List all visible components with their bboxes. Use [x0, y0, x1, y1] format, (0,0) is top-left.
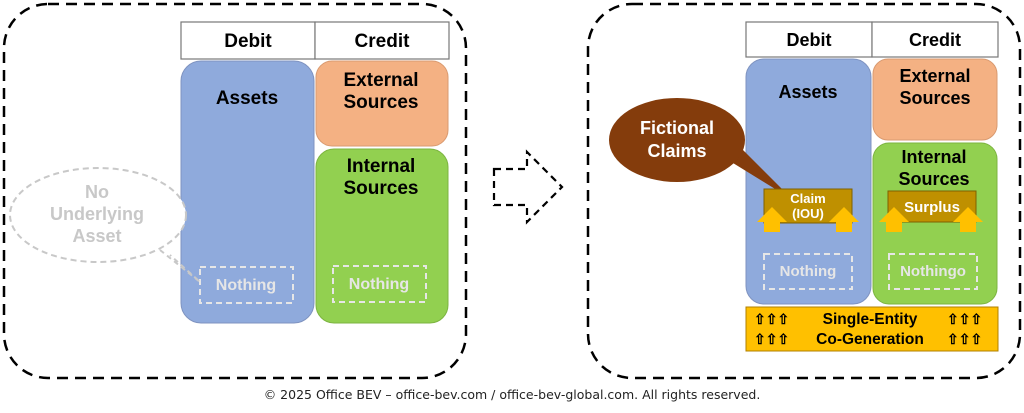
left-assets-label: Assets: [216, 88, 278, 109]
left-panel-frame: [2, 2, 468, 380]
right-bubble-line1: Fictional: [640, 118, 714, 138]
surplus-right-up-arrow-icon: [953, 207, 983, 232]
bar-arrows-top-right: ⇧⇧⇧: [947, 311, 982, 327]
left-credit-nothing-box: [332, 265, 427, 303]
left-header-credit: Credit: [355, 31, 411, 52]
left-header-credit-cell: [314, 21, 450, 60]
left-external-block: [315, 60, 449, 147]
left-bubble-line2: Underlying: [50, 204, 144, 224]
left-header-debit-cell: [180, 21, 316, 60]
left-debit-nothing: Nothing: [216, 277, 276, 294]
left-internal-line1: Internal: [347, 156, 416, 177]
right-debit-nothing: Nothing: [780, 263, 837, 280]
right-credit-nothing-box: [888, 253, 978, 290]
left-internal-block: [315, 148, 449, 324]
left-internal-line2: Sources: [344, 178, 419, 199]
co-generation-bar: [745, 306, 999, 352]
right-panel-frame: [586, 2, 1022, 380]
claim-right-up-arrow-icon: [829, 207, 859, 232]
bar-arrows-top-left: ⇧⇧⇧: [754, 311, 789, 327]
right-bubble-tail: [720, 145, 793, 200]
claim-iou-line2: (IOU): [792, 206, 824, 221]
left-debit-nothing-box: [199, 266, 294, 304]
right-internal-line1: Internal: [901, 147, 966, 167]
left-header-debit: Debit: [224, 31, 272, 52]
surplus-left-up-arrow-icon: [879, 207, 909, 232]
right-header-credit-cell: [871, 21, 999, 58]
right-header-debit-cell: [745, 21, 873, 58]
claim-iou-line1: Claim: [790, 191, 825, 206]
transition-arrow-icon: [492, 149, 564, 225]
bar-line2: Co-Generation: [816, 331, 924, 348]
right-header-credit: Credit: [909, 30, 961, 50]
right-internal-line2: Sources: [898, 169, 969, 189]
right-debit-nothing-box: [763, 253, 853, 290]
claim-left-up-arrow-icon: [757, 207, 787, 232]
left-bubble-line3: Asset: [72, 226, 121, 246]
left-assets-block: [180, 60, 315, 324]
right-bubble-line2: Claims: [647, 141, 706, 161]
right-header-debit: Debit: [787, 30, 832, 50]
right-external-line2: Sources: [899, 88, 970, 108]
left-external-line1: External: [344, 70, 419, 91]
right-assets-label: Assets: [778, 82, 837, 102]
right-bubble: [609, 98, 745, 182]
bar-arrows-bottom-right: ⇧⇧⇧: [947, 331, 982, 347]
bar-arrows-bottom-left: ⇧⇧⇧: [754, 331, 789, 347]
right-internal-block: [872, 142, 998, 305]
right-credit-nothing: Nothingo: [900, 263, 966, 280]
bar-line1: Single-Entity: [823, 311, 918, 328]
left-credit-nothing: Nothing: [349, 276, 409, 293]
right-assets-block: [745, 58, 872, 305]
right-external-line1: External: [899, 66, 970, 86]
left-bubble: [9, 167, 187, 263]
right-external-block: [872, 58, 998, 141]
left-external-line2: Sources: [344, 92, 419, 113]
copyright-footer: © 2025 Office BEV – office-bev.com / off…: [263, 387, 761, 402]
surplus-label: Surplus: [904, 199, 960, 216]
left-bubble-line1: No: [85, 182, 109, 202]
